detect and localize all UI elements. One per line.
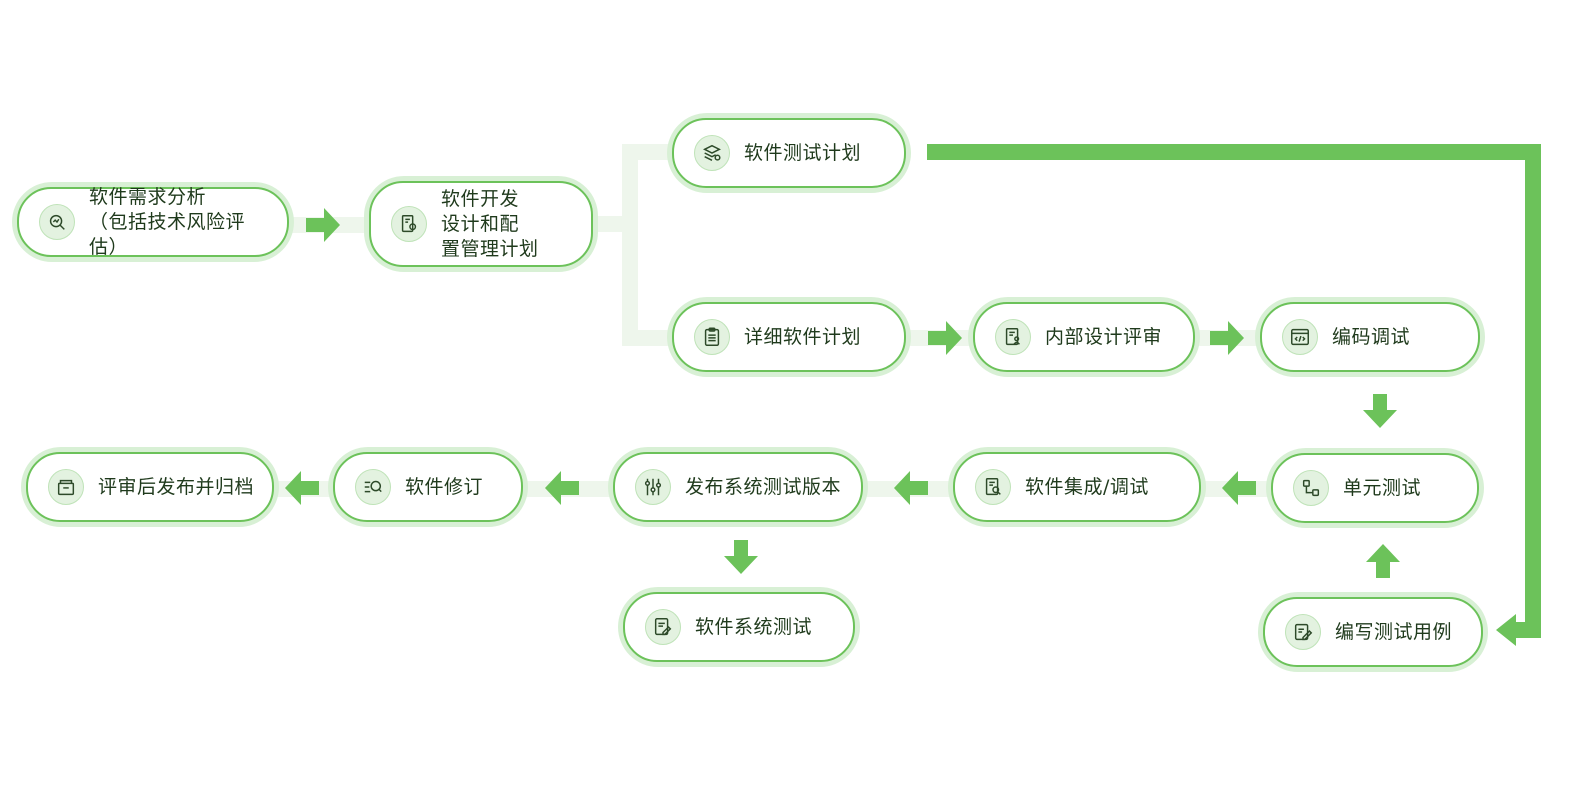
sliders-icon: [635, 469, 671, 505]
node-label: 发布系统测试版本: [685, 475, 842, 498]
doc-gear-search-icon: [975, 469, 1011, 505]
doc-gear-icon: [391, 206, 427, 242]
arrow-left-1: [1222, 471, 1256, 505]
flow-boxes-icon: [1293, 470, 1329, 506]
clipboard-list-icon: [694, 319, 730, 355]
archive-icon: [48, 469, 84, 505]
node-requirements: 软件需求分析 （包括技术风险评估）: [12, 182, 294, 262]
list-search-icon: [355, 469, 391, 505]
arrow-left-4: [285, 471, 319, 505]
node-label: 详细软件计划: [744, 325, 862, 348]
loop-connector: [927, 144, 1541, 638]
arrow-right-1: [306, 208, 340, 242]
doc-person-icon: [995, 319, 1031, 355]
code-window-icon: [1282, 319, 1318, 355]
node-label: 单元测试: [1343, 476, 1422, 499]
node-label: 软件需求分析 （包括技术风险评估）: [89, 185, 246, 258]
arrow-up-1: [1366, 544, 1400, 578]
arrow-left-2: [894, 471, 928, 505]
arrow-right-2: [928, 321, 962, 355]
node-system-test: 软件系统测试: [618, 587, 860, 667]
arrow-down-1: [1363, 394, 1397, 428]
arrow-down-2: [724, 540, 758, 574]
node-detail-plan: 详细软件计划: [667, 297, 911, 377]
node-unit-test: 单元测试: [1266, 448, 1484, 528]
node-release-test: 发布系统测试版本: [608, 447, 868, 527]
node-design-review: 内部设计评审: [968, 297, 1200, 377]
arrow-right-3: [1210, 321, 1244, 355]
node-label: 编码调试: [1332, 325, 1411, 348]
node-label: 软件修订: [405, 475, 484, 498]
node-integration: 软件集成/调试: [948, 447, 1206, 527]
edit-doc-icon: [1285, 614, 1321, 650]
node-test-plan: 软件测试计划: [667, 113, 911, 193]
arrow-left-3: [545, 471, 579, 505]
node-code-debug: 编码调试: [1255, 297, 1485, 377]
node-archive: 评审后发布并归档: [21, 447, 279, 527]
node-revision: 软件修订: [328, 447, 528, 527]
node-dev-plan: 软件开发 设计和配 置管理计划: [364, 176, 598, 272]
node-label: 评审后发布并归档: [98, 475, 255, 498]
node-label: 软件集成/调试: [1025, 475, 1149, 498]
node-label: 内部设计评审: [1045, 325, 1163, 348]
node-label: 软件系统测试: [695, 615, 813, 638]
node-label: 软件测试计划: [744, 141, 862, 164]
doc-pen-icon: [645, 609, 681, 645]
loop-arrowhead: [1496, 614, 1516, 646]
chart-search-icon: [39, 204, 75, 240]
layers-gear-icon: [694, 135, 730, 171]
node-label: 编写测试用例: [1335, 620, 1453, 643]
node-write-cases: 编写测试用例: [1258, 592, 1488, 672]
node-label: 软件开发 设计和配 置管理计划: [441, 187, 539, 260]
branch-connector: [598, 144, 680, 346]
